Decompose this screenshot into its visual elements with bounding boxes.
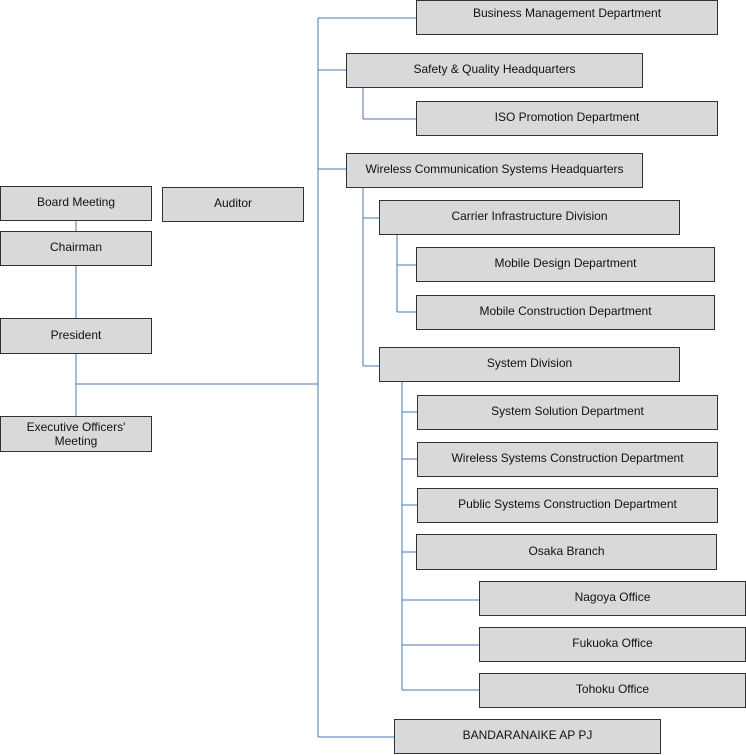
bandaranaike-ap-pj-box: BANDARANAIKE AP PJ xyxy=(394,719,661,754)
president-box: President xyxy=(0,318,152,354)
executive-officers-meeting-box: Executive Officers' Meeting xyxy=(0,416,152,452)
osaka-branch-box: Osaka Branch xyxy=(416,534,717,570)
safety-quality-headquarters-box: Safety & Quality Headquarters xyxy=(346,53,643,88)
system-solution-department-box: System Solution Department xyxy=(417,395,718,430)
system-division-box: System Division xyxy=(379,347,680,382)
carrier-infrastructure-division-box: Carrier Infrastructure Division xyxy=(379,200,680,235)
wireless-communication-systems-headquarters-box: Wireless Communication Systems Headquart… xyxy=(346,153,643,188)
public-systems-construction-department-box: Public Systems Construction Department xyxy=(417,488,718,523)
board-meeting-box: Board Meeting xyxy=(0,186,152,221)
chairman-box: Chairman xyxy=(0,231,152,266)
nagoya-office-box: Nagoya Office xyxy=(479,581,746,616)
iso-promotion-department-box: ISO Promotion Department xyxy=(416,101,718,136)
auditor-box: Auditor xyxy=(162,187,304,222)
wireless-systems-construction-department-box: Wireless Systems Construction Department xyxy=(417,442,718,477)
mobile-construction-department-box: Mobile Construction Department xyxy=(416,295,715,330)
fukuoka-office-box: Fukuoka Office xyxy=(479,627,746,662)
mobile-design-department-box: Mobile Design Department xyxy=(416,247,715,282)
business-management-department-box: Business Management Department xyxy=(416,0,718,35)
tohoku-office-box: Tohoku Office xyxy=(479,673,746,708)
